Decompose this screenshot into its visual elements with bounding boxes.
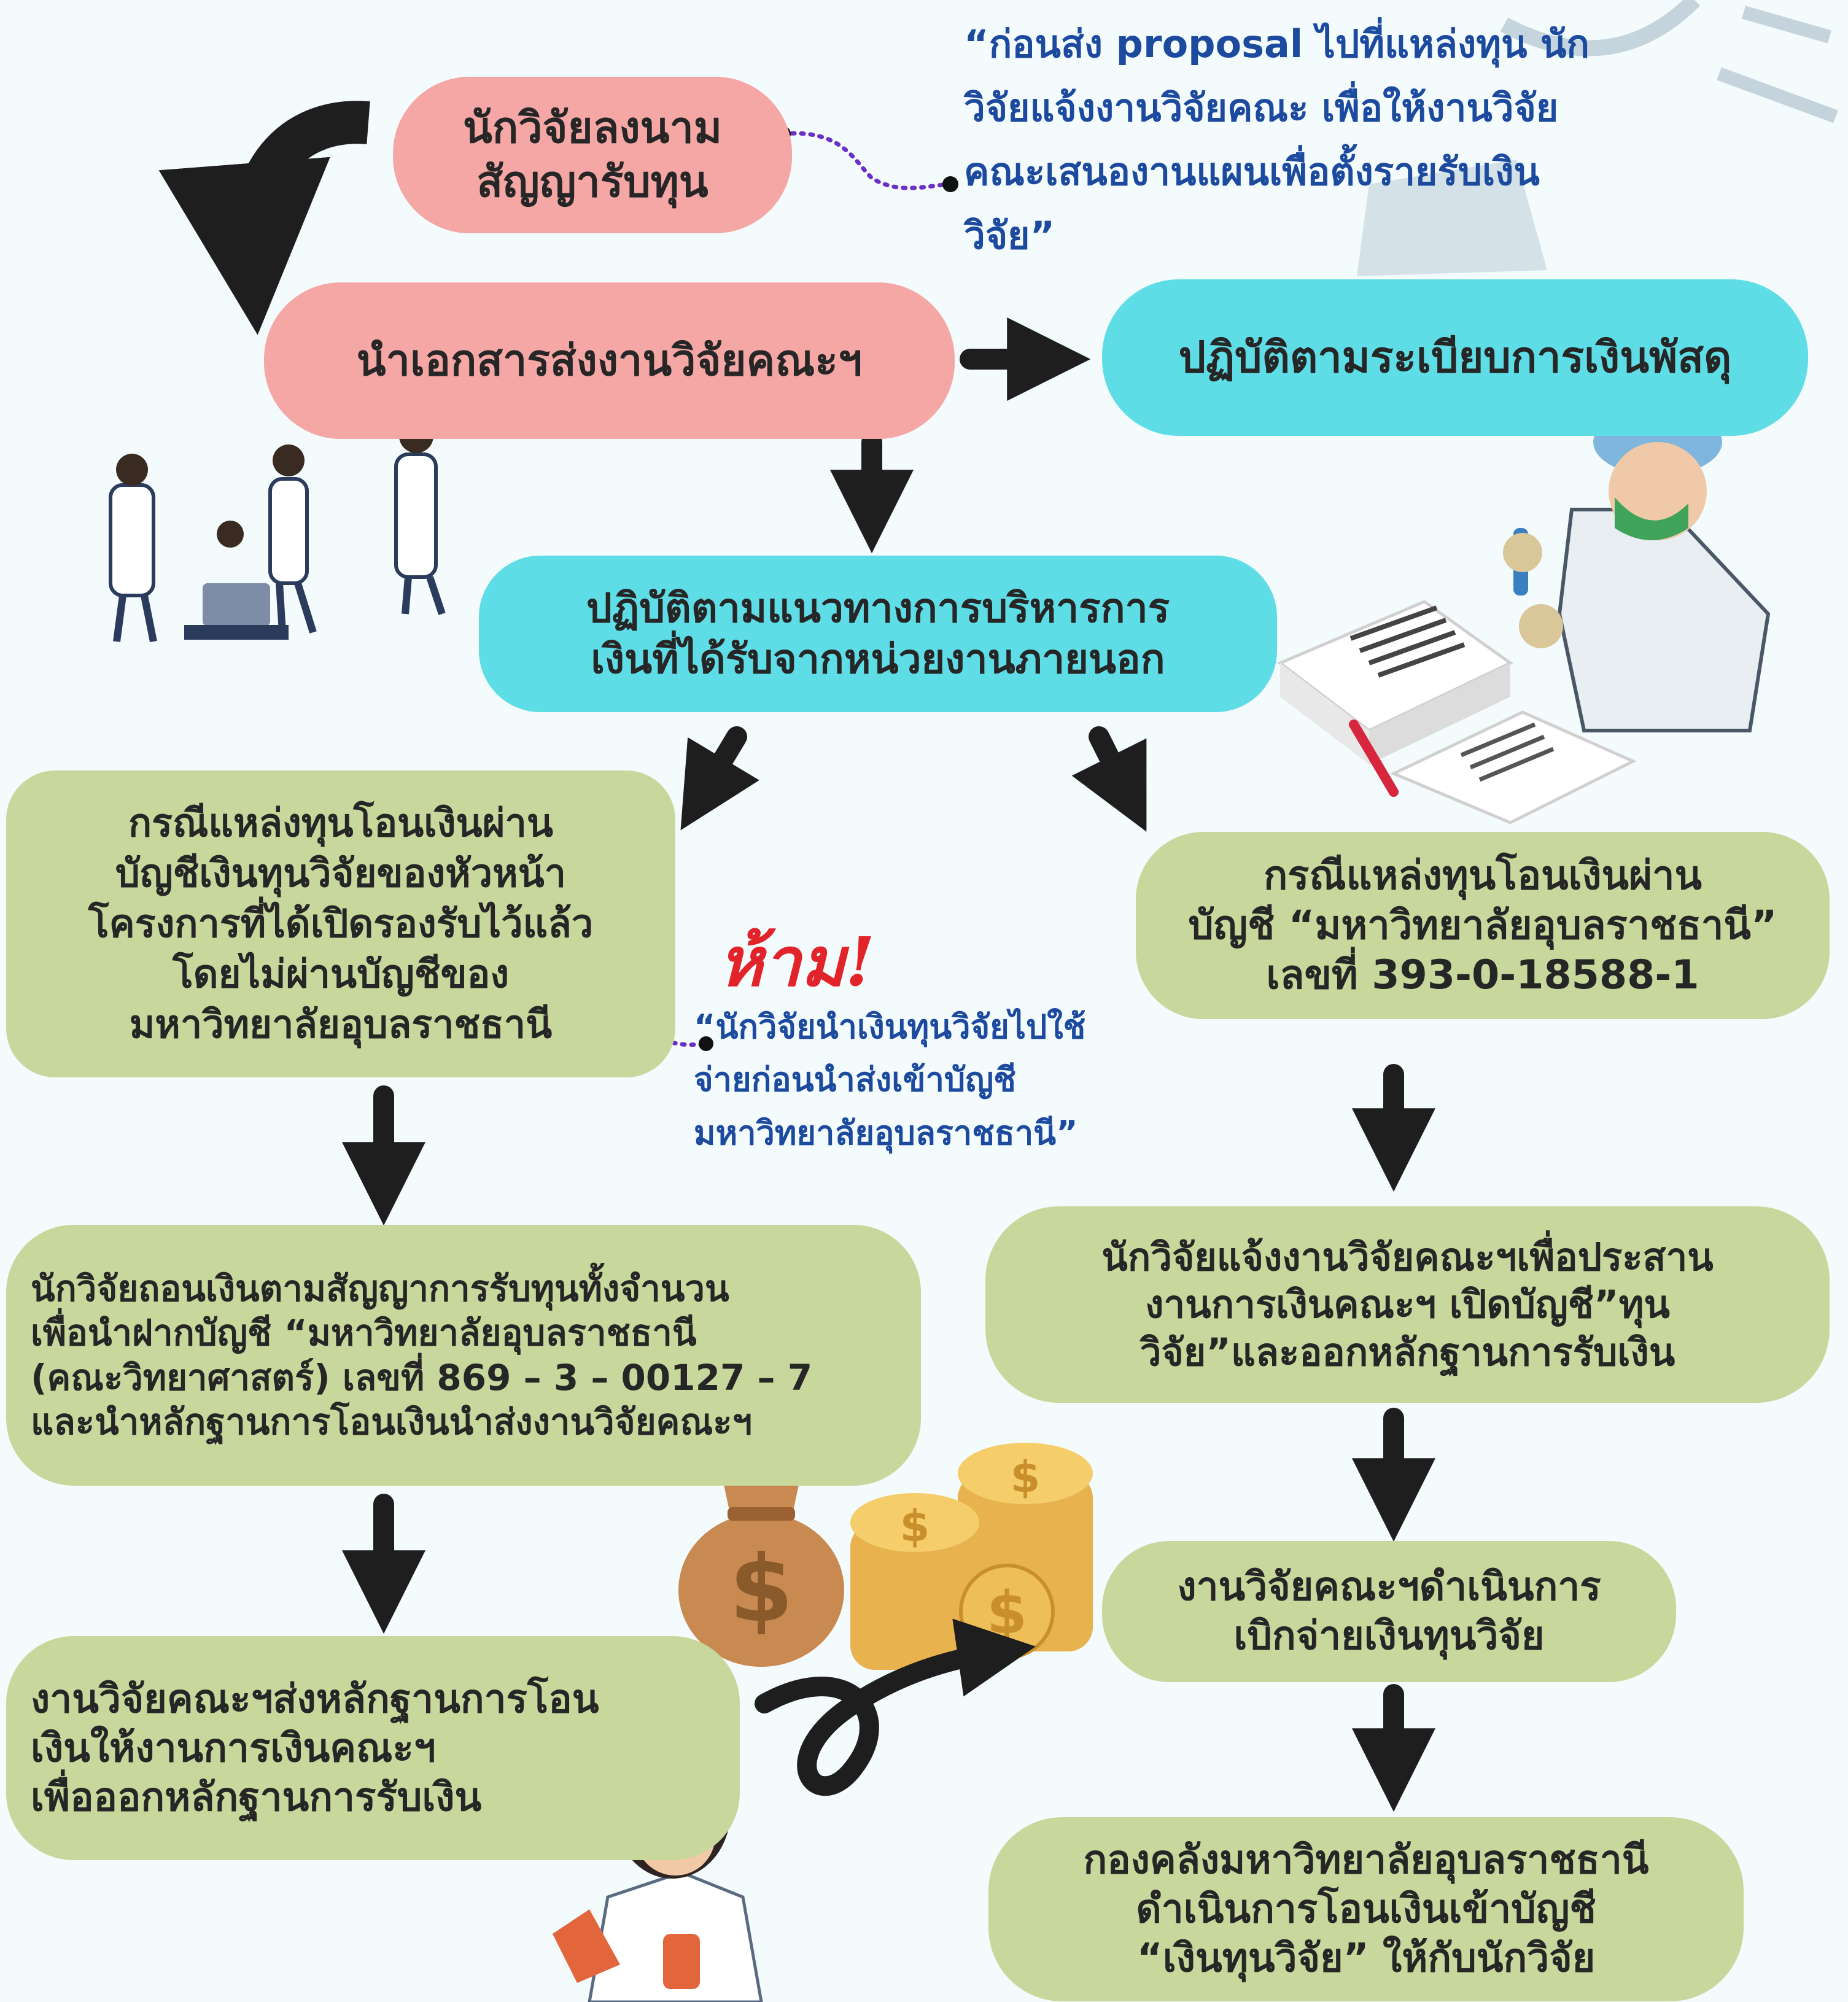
prohibited-note: “นักวิจัยนำเงินทุนวิจัยไปใช้ จ่ายก่อนนำส… [694, 1007, 1086, 1152]
swirl-arrow-icon [755, 1618, 1036, 1796]
curved-arrow-icon [158, 101, 370, 335]
sign-contract-step: นักวิจัยลงนาม สัญญารับทุน [393, 77, 792, 233]
submit-documents-step: นำเอกสารส่งงานวิจัยคณะฯ [264, 282, 955, 439]
disburse-step: งานวิจัยคณะฯดำเนินการ เบิกจ่ายเงินทุนวิจ… [1102, 1541, 1676, 1682]
proposal-note-connector [780, 131, 951, 190]
lab-worker-illustration [1503, 408, 1771, 732]
money-bag-illustration: $ [678, 1473, 844, 1667]
follow-regulation-step: ปฏิบัติตามระเบียบการเงินพัสดุ [1102, 279, 1808, 436]
scientists-illustration [109, 419, 446, 643]
arrow-down-right-icon [1071, 726, 1147, 832]
svg-text:$: $ [729, 1536, 793, 1643]
case-university-account-step: กรณีแหล่งทุนโอนเงินผ่าน บัญชี “มหาวิทยาล… [1136, 832, 1830, 1019]
documents-illustration [1277, 600, 1637, 824]
notify-finance-step: นักวิจัยแจ้งงานวิจัยคณะฯเพื่อประสาน งานก… [985, 1206, 1830, 1403]
lightbulb-sketch-decoration [1357, 0, 1838, 276]
prohibited-label: ห้าม! [718, 922, 875, 1001]
svg-text:$: $ [987, 1580, 1027, 1647]
arrow-down-left-icon [680, 726, 759, 831]
svg-text:$: $ [900, 1501, 930, 1551]
case-personal-account-step: กรณีแหล่งทุนโอนเงินผ่าน บัญชีเงินทุนวิจั… [6, 770, 675, 1077]
send-evidence-step: งานวิจัยคณะฯส่งหลักฐานการโอน เงินให้งานก… [6, 1636, 740, 1860]
before-proposal-note: “ก่อนส่ง proposal ไปที่แหล่งทุน นัก วิจั… [964, 21, 1590, 258]
withdraw-deposit-step: นักวิจัยถอนเงินตามสัญญาการรับทุนทั้งจำนว… [6, 1225, 921, 1486]
follow-guideline-step: ปฏิบัติตามแนวทางการบริหารการ เงินที่ได้ร… [479, 556, 1277, 712]
svg-text:$: $ [1011, 1452, 1041, 1502]
treasury-transfer-step: กองคลังมหาวิทยาลัยอุบลราชธานี ดำเนินการโ… [988, 1817, 1744, 2001]
